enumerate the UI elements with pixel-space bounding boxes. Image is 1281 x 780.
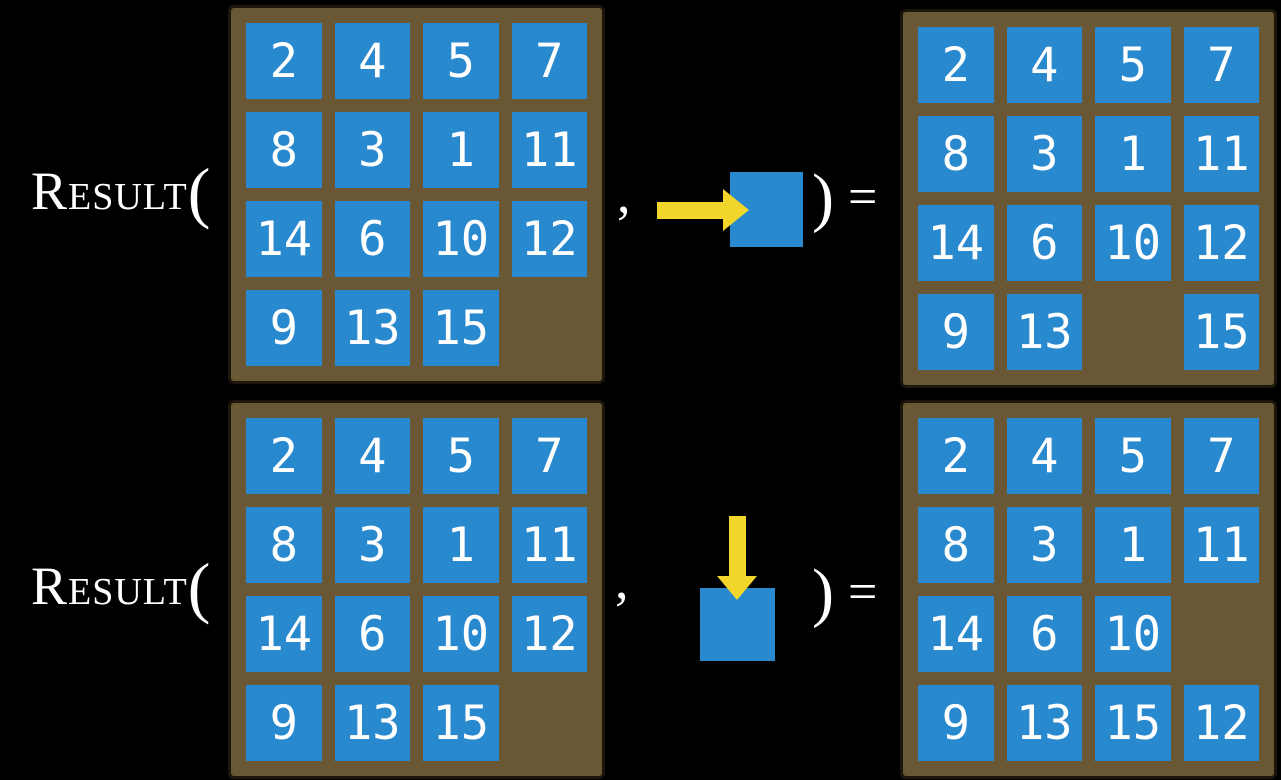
close-paren: ) [812,556,834,629]
tile-5: 5 [1095,418,1171,494]
close-paren: ) [812,161,834,234]
tile-6: 6 [1006,596,1082,672]
result-function-label: Result( [31,152,210,226]
equals-sign: = [847,564,878,621]
tile-8: 8 [918,116,994,192]
tile-4: 4 [1006,418,1082,494]
arrow-down-icon [717,516,757,600]
tile-1: 1 [1095,507,1171,583]
empty-cell [1095,294,1171,370]
function-name: Result [31,161,188,221]
tile-12: 12 [1183,685,1259,761]
tile-13: 13 [1006,685,1082,761]
tile-3: 3 [1006,116,1082,192]
tile-5: 5 [423,23,499,99]
tile-1: 1 [423,112,499,188]
arrow-shaft [728,516,746,576]
tile-11: 11 [511,507,587,583]
tile-10: 10 [423,596,499,672]
tile-3: 3 [1006,507,1082,583]
tile-12: 12 [511,201,587,277]
tile-9: 9 [246,290,322,366]
tile-13: 13 [1006,294,1082,370]
tile-14: 14 [918,596,994,672]
tile-7: 7 [511,23,587,99]
arrow-shaft [657,201,723,219]
function-name: Result [31,556,188,616]
tile-15: 15 [1183,294,1259,370]
tile-10: 10 [1095,596,1171,672]
tile-12: 12 [1183,205,1259,281]
comma-separator: , [617,164,631,224]
tile-7: 7 [1183,27,1259,103]
tile-1: 1 [1095,116,1171,192]
tile-5: 5 [423,418,499,494]
tile-7: 7 [511,418,587,494]
tile-5: 5 [1095,27,1171,103]
empty-cell [512,685,588,761]
tile-2: 2 [246,418,322,494]
tile-9: 9 [246,685,322,761]
tile-4: 4 [334,23,410,99]
tile-9: 9 [918,294,994,370]
tile-15: 15 [423,685,499,761]
tile-2: 2 [918,27,994,103]
tile-12: 12 [511,596,587,672]
tile-7: 7 [1183,418,1259,494]
tile-4: 4 [1006,27,1082,103]
tile-15: 15 [423,290,499,366]
tile-4: 4 [334,418,410,494]
tile-10: 10 [1095,205,1171,281]
tile-2: 2 [246,23,322,99]
tile-11: 11 [1183,116,1259,192]
tile-8: 8 [246,507,322,583]
tile-10: 10 [423,201,499,277]
tile-13: 13 [334,290,410,366]
open-paren: ( [187,549,211,625]
close-paren-equals: ) = [812,160,877,236]
open-paren: ( [187,154,211,230]
tile-1: 1 [423,507,499,583]
tile-6: 6 [334,596,410,672]
tile-9: 9 [918,685,994,761]
arrow-right-icon [657,189,749,231]
tile-8: 8 [918,507,994,583]
close-paren-equals: ) = [812,555,877,631]
tile-11: 11 [1183,507,1259,583]
tile-14: 14 [246,596,322,672]
tile-14: 14 [918,205,994,281]
empty-cell [1184,596,1260,672]
tile-3: 3 [334,112,410,188]
tile-2: 2 [918,418,994,494]
tile-6: 6 [1006,205,1082,281]
tile-8: 8 [246,112,322,188]
tile-11: 11 [511,112,587,188]
result-function-label: Result( [31,547,210,621]
comma-separator: , [615,550,629,610]
tile-13: 13 [334,685,410,761]
empty-cell [512,290,588,366]
tile-15: 15 [1095,685,1171,761]
tile-3: 3 [334,507,410,583]
tile-6: 6 [334,201,410,277]
tile-14: 14 [246,201,322,277]
action-tile [700,588,775,661]
arrow-head [723,189,749,231]
equals-sign: = [847,169,878,226]
arrow-head [717,576,757,600]
